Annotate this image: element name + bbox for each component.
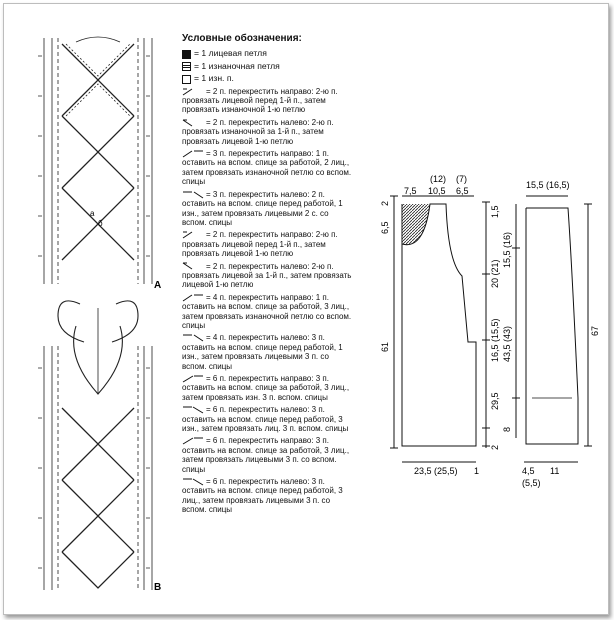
sleeve-bottom-sub: (5,5) [522,478,541,488]
body-top-left: 7,5 [404,186,417,196]
body-top-right: 6,5 [456,186,469,196]
legend-cross-2: = 2 п. перекрестить налево: 2-ю п. провя… [182,117,334,146]
legend-knit: = 1 лицевая петля [182,49,352,59]
legend-purl-empty: = 1 изн. п. [182,74,352,84]
body-top-center-top: (12) [430,174,446,184]
legend-cross-5: = 2 п. перекрестить направо: 2-ю п. пров… [182,230,338,259]
sleeve-bottom-center: 11 [550,466,559,476]
body-left-total: 61 [380,342,390,352]
chart-b [38,300,153,590]
legend-cross-7: = 4 п. перекрестить направо: 1 п. остави… [182,292,352,330]
neckline-shading [402,204,430,245]
cross-left-icon [183,406,204,414]
body-left-top: 6,5 [380,221,390,234]
legend-cross-10: = 6 п. перекрестить налево: 3 п. оставит… [182,405,349,434]
cross-right-icon [182,150,203,158]
legend-purl: = 1 изнаночная петля [182,61,352,72]
cross-right-icon [182,375,203,383]
legend-title: Условные обозначения: [182,33,302,44]
sleeve-bottom-left: 4,5 [522,466,535,476]
body-right-neck: 1,5 [490,205,500,218]
panel-label-a: А [154,280,161,291]
body-right-lower: 29,5 [490,392,500,410]
cross-right-icon [182,88,193,95]
legend-cross-12: = 6 п. перекрестить налево: 3 п. оставит… [182,477,343,515]
body-bottom-edge: 1 [474,466,479,476]
cross-right-icon [182,231,193,239]
empty-square-icon [182,74,191,84]
body-right-armhole: 20 (21) [490,259,500,288]
knitting-charts: a б А В [38,36,161,593]
sleeve-outline [525,207,579,445]
legend: Условные обозначения: = 1 лицевая петля … [182,33,352,518]
garment-schematic: 7,5 (12) 10,5 (7) 6,5 6,5 2 61 1,5 20 (2… [380,174,600,488]
cross-right-icon [182,437,203,445]
body-top-center: 10,5 [428,186,446,196]
legend-cross-11: = 6 п. перекрестить направо: 3 п. остави… [182,436,350,474]
legend-cross-3: = 3 п. перекрестить направо: 1 п. остави… [182,149,352,187]
panel-label-b: В [154,582,161,593]
body-right-rib: 2 [490,445,500,450]
page-frame [3,3,609,615]
body-top-right-top: (7) [456,174,467,184]
legend-cross-8: = 4 п. перекрестить налево: 3 п. оставит… [182,333,343,371]
body-right-side: 16,5 (15,5) [490,318,500,362]
cross-right-icon [182,294,203,302]
filled-square-icon [182,49,191,59]
chart-a [38,36,153,284]
body-left-top-small: 2 [380,201,390,206]
cross-left-icon [182,119,193,127]
sleeve-top: 15,5 (16,5) [526,180,570,190]
body-bottom-width: 23,5 (25,5) [414,466,458,476]
legend-cross-9: = 6 п. перекрестить направо: 3 п. остави… [182,374,350,402]
cross-left-icon [183,191,204,198]
cross-left-icon [183,334,204,342]
sleeve-right-total: 67 [590,326,600,336]
cross-left-icon [182,262,193,270]
sleeve-left-cap: 15,5 (16) [502,232,512,268]
legend-cross-6: = 2 п. перекрестить налево: 2-ю п. провя… [182,261,352,290]
hatched-square-icon [182,62,191,72]
legend-cross-4: = 3 п. перекрестить налево: 2 п. оставит… [182,189,343,227]
sleeve-left-length: 43,5 (43) [502,326,512,362]
cross-left-icon [183,478,204,486]
chart-a-letter-b: б [98,219,103,228]
chart-a-letter-a: a [90,209,95,218]
legend-cross-1: = 2 п. перекрестить направо: 2-ю п. пров… [182,86,338,115]
sleeve-left-cuff: 8 [502,427,512,432]
